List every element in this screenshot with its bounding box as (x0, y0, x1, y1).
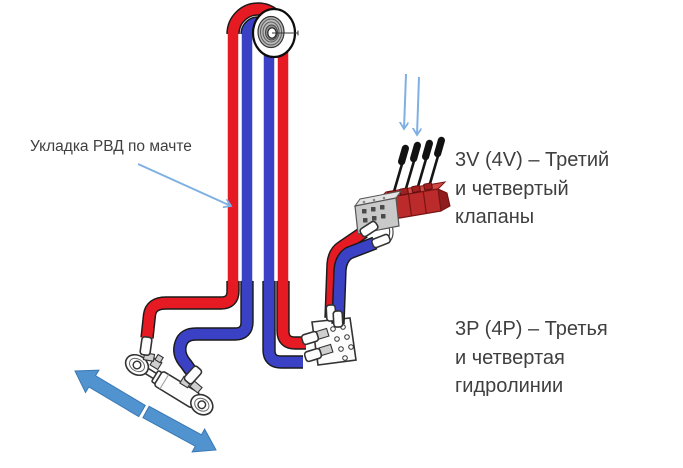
cylinder-hose-fittings (139, 335, 203, 394)
hydraulic-lines-label-line3: гидролинии (455, 375, 564, 397)
plate-hoses (262, 280, 306, 369)
cylinder-hoses (140, 280, 254, 375)
hydraulic-lines-label: 3P (4P) – Третья и четвертая гидролинии (455, 315, 608, 401)
hydraulic-cylinder (124, 353, 214, 416)
mast-label-arrow (137, 163, 231, 206)
valves-label-line2: и четвертый (455, 177, 569, 200)
hydraulic-lines-label-line1: 3P (4P) – Третья (455, 318, 608, 340)
valve-levers (391, 136, 446, 196)
mast-hoses (227, 33, 289, 282)
mast-pulley (251, 7, 299, 59)
valve-direction-arrow-1 (404, 73, 406, 129)
mast-routing-label: Укладка РВД по мачте (30, 138, 192, 155)
valves-label-line3: клапаны (455, 206, 535, 228)
control-valve-block (353, 136, 451, 249)
valves-label: 3V (4V) – Третий и четвертый клапаны (455, 146, 609, 232)
movement-arrow-up-left (74, 369, 146, 418)
callout-arrows (137, 73, 419, 206)
valves-label-line1: 3V (4V) – Третий (455, 149, 610, 171)
movement-arrow-down-right (142, 405, 217, 453)
movement-arrows (74, 369, 217, 453)
hydraulic-lines-label-line2: и четвертая (455, 346, 565, 369)
valve-hoses (324, 226, 378, 328)
valve-direction-arrow-2 (417, 76, 419, 135)
mounting-plate (300, 317, 357, 366)
